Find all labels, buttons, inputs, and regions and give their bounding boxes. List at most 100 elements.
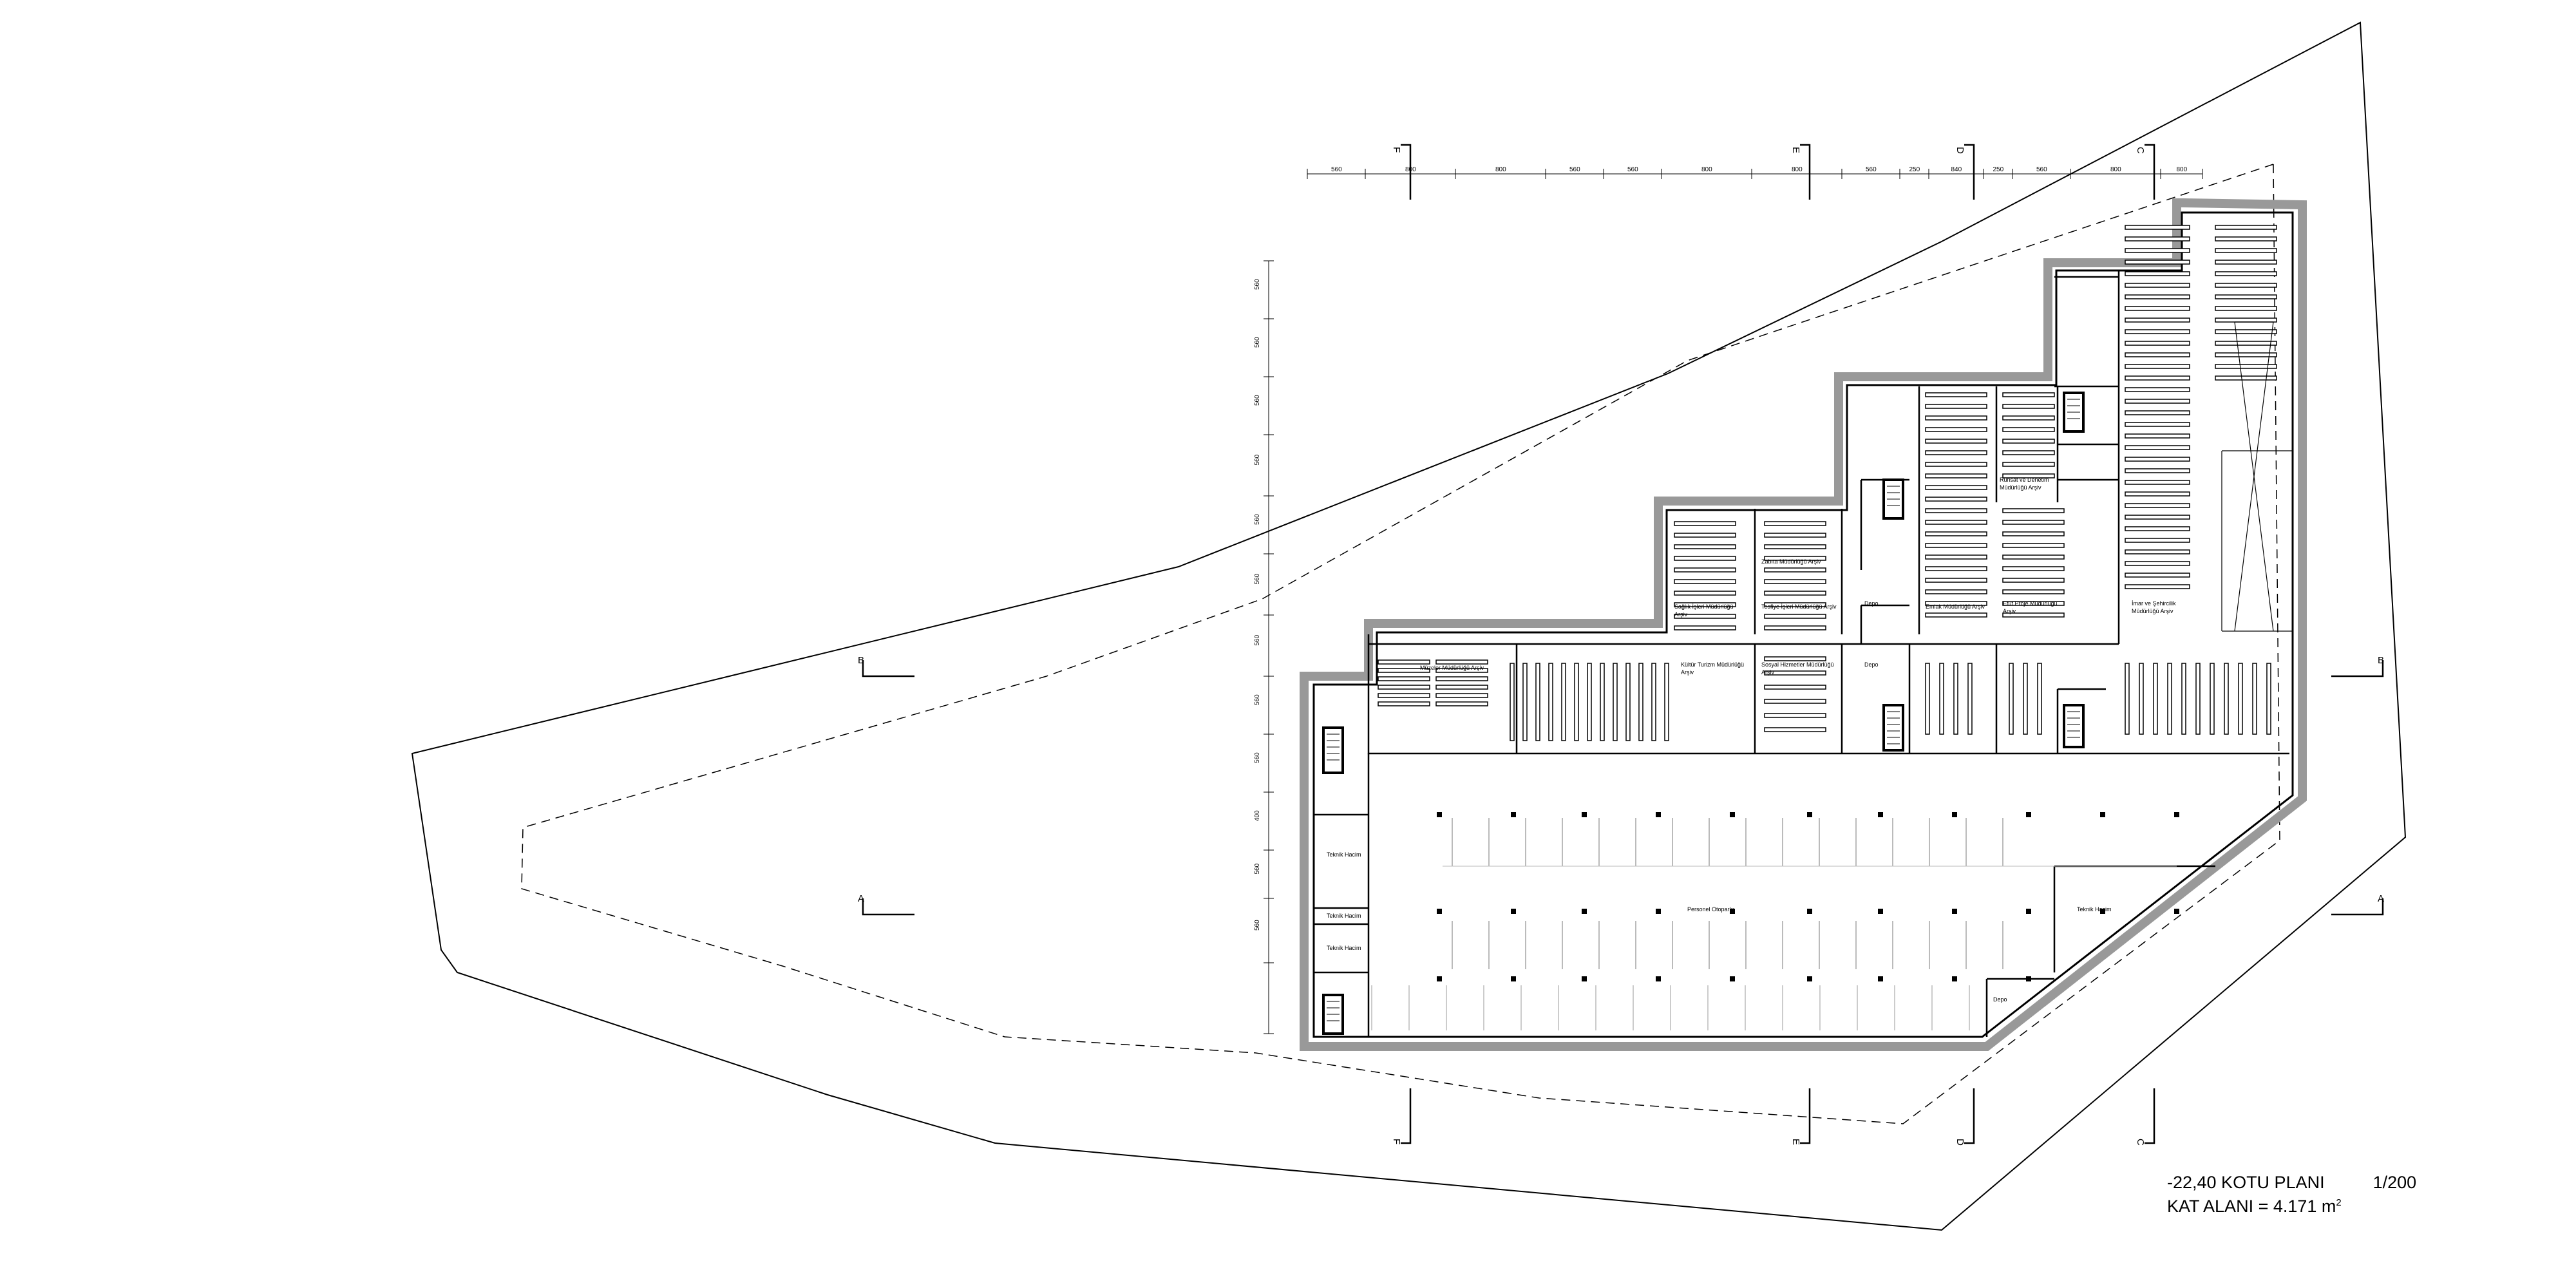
axis-markers-bottom bbox=[1401, 1088, 2155, 1144]
axis-label-top-c: C bbox=[2135, 147, 2146, 154]
dimension-value: 400 bbox=[1254, 810, 1261, 821]
shelf bbox=[2002, 427, 2055, 432]
dimension-value: 560 bbox=[1627, 166, 1638, 173]
shelf bbox=[1435, 659, 1488, 665]
shelf bbox=[1925, 439, 1987, 444]
dimension-value: 560 bbox=[1254, 863, 1261, 874]
shelf bbox=[2215, 341, 2277, 346]
shelf bbox=[1925, 404, 1987, 409]
room-etut-arsiv-1: Etüt Proje Müdürlüğü bbox=[2003, 600, 2058, 607]
parking-column bbox=[1807, 976, 1812, 981]
shelf bbox=[1939, 663, 1944, 735]
shelf bbox=[2215, 375, 2277, 381]
plan-name: -22,40 KOTU PLANI bbox=[2167, 1173, 2325, 1192]
parking-column bbox=[1807, 909, 1812, 914]
shelf bbox=[1522, 663, 1528, 741]
shelf bbox=[2125, 491, 2190, 497]
shelf bbox=[2125, 433, 2190, 439]
parking-column bbox=[1582, 976, 1587, 981]
shelf bbox=[1925, 392, 1987, 397]
room-ruhsat-arsiv-2: Müdürlüğü Arşiv bbox=[2000, 484, 2041, 491]
section-label-a-left: A bbox=[858, 893, 864, 904]
shelf bbox=[1764, 656, 1826, 661]
parking-column bbox=[1730, 812, 1735, 817]
ramp bbox=[2221, 321, 2293, 632]
room-kultur-arsiv-2: Arşiv bbox=[1681, 669, 1694, 676]
dimension-value: 560 bbox=[1254, 395, 1261, 406]
parking-column bbox=[1511, 909, 1516, 914]
shelf bbox=[2002, 439, 2055, 444]
shelf bbox=[1764, 521, 1826, 526]
room-depo-3: Depo bbox=[1993, 996, 2007, 1003]
shelf bbox=[1378, 701, 1430, 706]
shelf bbox=[1953, 663, 1958, 735]
setback-line bbox=[521, 164, 2280, 1124]
shelf bbox=[2125, 236, 2190, 242]
building-outer-wall bbox=[1300, 198, 2307, 1051]
shelf bbox=[1925, 531, 1987, 536]
shelf bbox=[2002, 450, 2055, 455]
shelf bbox=[2002, 508, 2065, 513]
parking-column bbox=[1582, 909, 1587, 914]
shelf bbox=[2215, 283, 2277, 288]
shelf bbox=[2125, 573, 2190, 578]
parking-column bbox=[1437, 909, 1442, 914]
dimension-value: 840 bbox=[1951, 166, 1962, 173]
shelf bbox=[2195, 663, 2201, 735]
stair-cores bbox=[1322, 392, 2085, 1035]
room-etut-arsiv-2: Arşiv bbox=[2003, 608, 2016, 614]
parking-column bbox=[1878, 976, 1883, 981]
shelf bbox=[1674, 533, 1736, 538]
shelf bbox=[1925, 601, 1987, 606]
shelf bbox=[2125, 445, 2190, 450]
parking-column bbox=[2026, 812, 2031, 817]
shelf bbox=[1925, 485, 1987, 490]
parking-column bbox=[1511, 812, 1516, 817]
shelf bbox=[2215, 225, 2277, 230]
shelf bbox=[2238, 663, 2243, 735]
shelf bbox=[1435, 701, 1488, 706]
shelf bbox=[2153, 663, 2158, 735]
shelf bbox=[2215, 294, 2277, 299]
shelf bbox=[2139, 663, 2144, 735]
room-zabita-arsiv: Zabıta Müdürlüğü Arşiv bbox=[1761, 558, 1821, 565]
shelf bbox=[2125, 375, 2190, 381]
shelf bbox=[1925, 427, 1987, 432]
dimension-value: 560 bbox=[1254, 514, 1261, 525]
shelf bbox=[2037, 663, 2042, 735]
room-saglik-arsiv-1: Sağlık İşleri Müdürlüğü bbox=[1674, 603, 1734, 610]
dimension-value: 560 bbox=[1866, 166, 1877, 173]
shelf bbox=[1674, 567, 1736, 573]
parking-column bbox=[1952, 909, 1957, 914]
room-sosyal-arsiv-2: Arşiv bbox=[1761, 669, 1774, 676]
shelf bbox=[2125, 387, 2190, 392]
building-inner-wall bbox=[1312, 211, 2294, 1038]
axis-label-top-d: D bbox=[1955, 147, 1965, 154]
archive-shelves-vertical bbox=[1510, 663, 2271, 741]
shelf bbox=[2125, 260, 2190, 265]
parking-column bbox=[1878, 909, 1883, 914]
parking-column bbox=[2100, 909, 2105, 914]
archive-shelves-horizontal bbox=[1378, 225, 2277, 732]
shelf bbox=[1764, 579, 1826, 584]
shelf bbox=[2125, 271, 2190, 276]
shelf bbox=[2125, 561, 2190, 566]
parking-column bbox=[1730, 976, 1735, 981]
shelf bbox=[1925, 520, 1987, 525]
shelf bbox=[2181, 663, 2186, 735]
section-label-a-right: A bbox=[2378, 893, 2384, 904]
shelf bbox=[1925, 578, 1987, 583]
parking-column bbox=[2100, 812, 2105, 817]
shelf bbox=[2125, 283, 2190, 288]
shelf bbox=[1925, 415, 1987, 421]
stair-treads bbox=[1327, 399, 2080, 1021]
dimension-value: 250 bbox=[1993, 166, 2004, 173]
shelf bbox=[2002, 554, 2065, 560]
shelf bbox=[2125, 526, 2190, 531]
room-teknik-1: Teknik Hacim bbox=[1327, 851, 1361, 858]
dimension-value: 800 bbox=[1405, 166, 1416, 173]
section-markers bbox=[862, 660, 2384, 916]
room-otopark: Personel Otoparkı bbox=[1687, 906, 1734, 913]
floor-area-line: KAT ALANI = 4.171 m2 bbox=[2167, 1193, 2416, 1217]
shelf bbox=[2125, 480, 2190, 485]
